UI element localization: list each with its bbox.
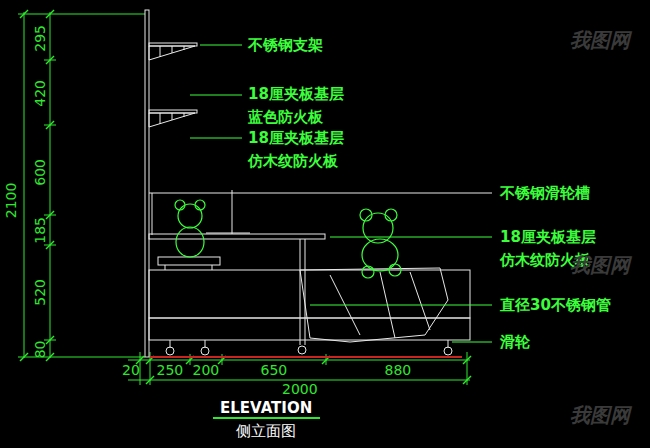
dimension-number: 20 (122, 362, 140, 379)
dimension-number: 2100 (3, 182, 20, 218)
drawing-caption: 侧立面图 (236, 422, 296, 440)
title-underline (213, 417, 320, 419)
watermark: 我图网 (570, 253, 630, 277)
callout-label: 不锈钢滑轮槽 (500, 182, 590, 205)
furniture-outline (145, 10, 492, 357)
dimension-number: 880 (385, 362, 412, 379)
callout-label: 18厘夹板基层 蓝色防火板 (248, 83, 347, 128)
dimension-number: 420 (31, 80, 48, 107)
dimension-number: 250 (157, 362, 184, 379)
dimension-number: 520 (31, 279, 48, 306)
callout-label: 直径30不锈钢管 (500, 294, 611, 317)
watermark: 我图网 (570, 403, 630, 427)
dimension-number: 295 (31, 25, 48, 52)
dimension-number: 2000 (282, 381, 318, 398)
dimension-number: 80 (32, 340, 49, 358)
callout-label: 不锈钢支架 (248, 34, 323, 57)
dimension-lines (18, 10, 471, 385)
drawing-title: ELEVATION (220, 399, 312, 417)
callout-label: 18厘夹板基层 仿木纹防火板 (248, 127, 347, 172)
watermark: 我图网 (570, 28, 630, 52)
dimension-number: 650 (261, 362, 288, 379)
callout-label: 滑轮 (500, 331, 530, 354)
leader-lines (190, 45, 492, 342)
dimension-number: 600 (31, 159, 48, 186)
floor-line (150, 356, 462, 358)
dimension-number: 200 (193, 362, 220, 379)
dimension-number: 185 (31, 217, 48, 244)
teddy-bears (175, 200, 401, 278)
